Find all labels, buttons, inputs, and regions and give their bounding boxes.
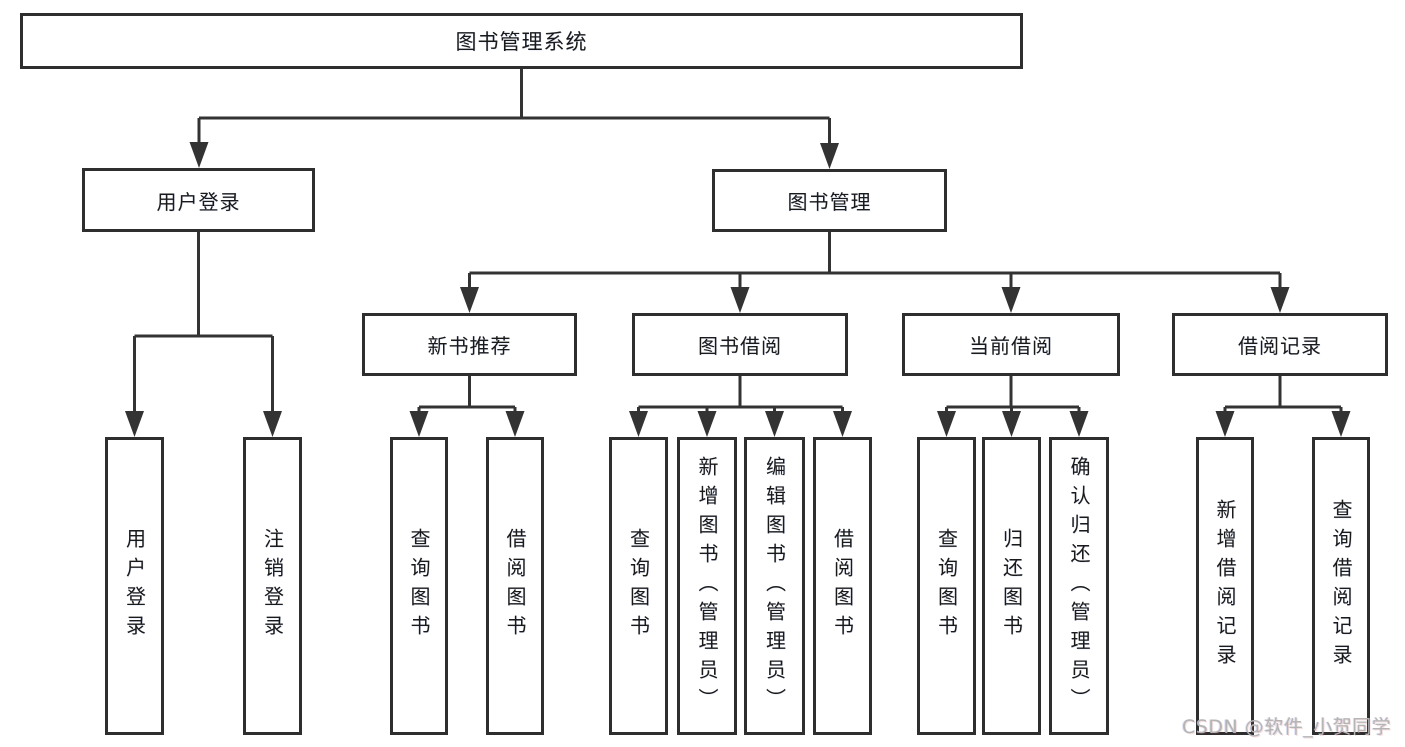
node-borrow-record-label: 借阅记录 [1238, 334, 1322, 358]
node-user-login-label: 用户登录 [156, 189, 241, 214]
node-user-login: 用户登录 [82, 168, 315, 232]
leaf-record-query: 查询借阅记录 [1312, 437, 1370, 735]
node-root: 图书管理系统 [20, 13, 1023, 69]
leaf-borrow-query: 查询图书 [609, 437, 668, 735]
leaf-borrow-add-admin-label: 新增图书（管理员） [695, 455, 719, 717]
csdn-watermark: CSDN @软件_小贺同学 [1182, 716, 1392, 738]
leaf-user-login-label: 用户登录 [122, 528, 147, 644]
leaf-borrow-add-admin: 新增图书（管理员） [677, 437, 737, 735]
leaf-newbook-query: 查询图书 [390, 437, 448, 735]
leaf-borrow-edit-admin: 编辑图书（管理员） [744, 437, 805, 735]
node-borrow-record: 借阅记录 [1172, 313, 1388, 376]
leaf-borrow-query-label: 查询图书 [626, 528, 651, 644]
leaf-record-add: 新增借阅记录 [1196, 437, 1254, 735]
node-new-book-label: 新书推荐 [427, 334, 512, 358]
leaf-newbook-borrow: 借阅图书 [486, 437, 544, 735]
node-new-book: 新书推荐 [362, 313, 577, 376]
leaf-confirm-return-admin-label: 确认归还（管理员） [1067, 455, 1091, 717]
node-book-borrow: 图书借阅 [632, 313, 848, 376]
node-root-label: 图书管理系统 [455, 30, 588, 54]
leaf-borrow-book-label: 借阅图书 [830, 528, 855, 644]
leaf-record-add-label: 新增借阅记录 [1213, 499, 1237, 673]
leaf-newbook-borrow-label: 借阅图书 [503, 528, 527, 644]
leaf-current-query: 查询图书 [917, 437, 976, 735]
leaf-return-book: 归还图书 [982, 437, 1041, 735]
leaf-borrow-book: 借阅图书 [813, 437, 872, 735]
leaf-logout-label: 注销登录 [260, 528, 285, 644]
node-book-borrow-label: 图书借阅 [698, 334, 782, 358]
node-current-borrow: 当前借阅 [902, 313, 1120, 376]
node-book-mgmt-label: 图书管理 [787, 190, 872, 214]
leaf-newbook-query-label: 查询图书 [407, 528, 431, 644]
leaf-confirm-return-admin: 确认归还（管理员） [1049, 437, 1109, 735]
leaf-return-book-label: 归还图书 [999, 528, 1024, 644]
leaf-record-query-label: 查询借阅记录 [1329, 499, 1353, 673]
node-current-borrow-label: 当前借阅 [969, 334, 1053, 358]
node-book-mgmt: 图书管理 [712, 169, 947, 232]
leaf-logout: 注销登录 [243, 437, 302, 735]
leaf-borrow-edit-admin-label: 编辑图书（管理员） [762, 455, 787, 717]
leaf-user-login: 用户登录 [105, 437, 164, 735]
leaf-current-query-label: 查询图书 [934, 528, 959, 644]
